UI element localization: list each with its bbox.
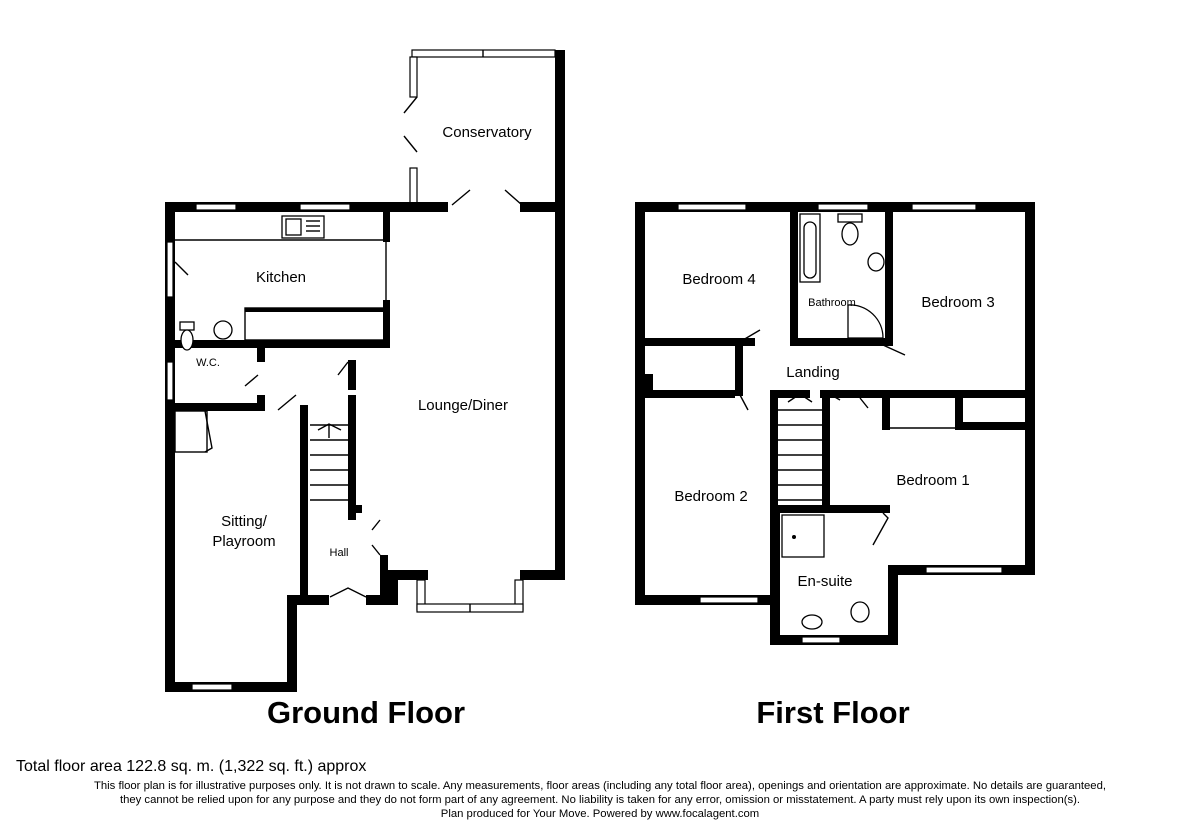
first-floor-stairs [778, 393, 822, 501]
room-label-bedroom-1: Bedroom 1 [896, 472, 969, 489]
first-floor-walls [635, 202, 1035, 645]
room-label-kitchen: Kitchen [256, 269, 306, 286]
disclaimer-line-1: This floor plan is for illustrative purp… [93, 780, 1107, 792]
total-floor-area: Total floor area 122.8 sq. m. (1,322 sq.… [16, 758, 367, 775]
ensuite-fittings [781, 514, 870, 630]
room-label-landing: Landing [786, 364, 839, 381]
ground-floor-stairs [310, 423, 348, 501]
kitchen-fittings [174, 215, 383, 276]
ground-floor-internal-walls [175, 212, 390, 600]
room-label-bedroom-2: Bedroom 2 [674, 488, 747, 505]
room-label-conservatory: Conservatory [442, 124, 532, 141]
first-floor-title: First Floor [756, 695, 909, 730]
first-floor-doors [739, 329, 906, 546]
first-floor-plan: Bedroom 4 Bathroom Bedroom 3 Landing Bed… [635, 202, 1035, 645]
ground-floor-doors [174, 189, 523, 598]
room-label-bedroom-4: Bedroom 4 [682, 271, 755, 288]
room-label-lounge-diner: Lounge/Diner [418, 397, 508, 414]
room-label-playroom: Playroom [212, 533, 275, 550]
first-floor-internal-walls [645, 212, 1035, 513]
ground-floor-plan: Conservatory Kitchen W.C. Lounge/Diner S… [165, 49, 565, 692]
room-label-bedroom-3: Bedroom 3 [921, 294, 994, 311]
plan-credit: Plan produced for Your Move. Powered by … [440, 808, 760, 820]
room-label-sitting: Sitting/ [221, 513, 268, 530]
ground-floor-walls [165, 202, 565, 692]
room-label-wc: W.C. [196, 357, 220, 369]
room-label-en-suite: En-suite [797, 573, 852, 590]
disclaimer-line-2: they cannot be relied upon for any purpo… [119, 794, 1081, 806]
bathroom-fittings [799, 213, 885, 339]
room-label-bathroom: Bathroom [808, 297, 856, 309]
ground-floor-title: Ground Floor [267, 695, 465, 730]
conservatory-walls [403, 49, 565, 210]
room-label-hall: Hall [330, 547, 349, 559]
wc-fittings [179, 320, 233, 351]
